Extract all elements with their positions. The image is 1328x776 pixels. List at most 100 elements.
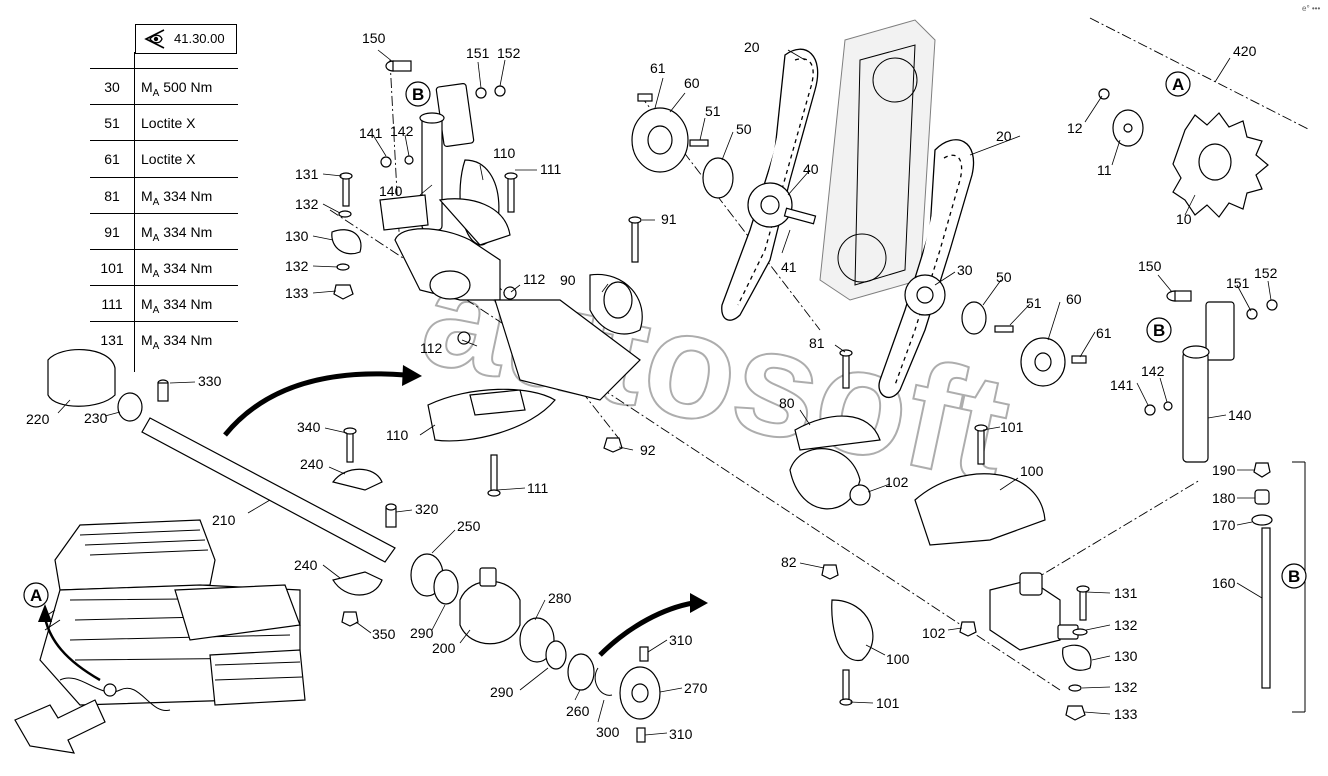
callout-60b: 60 xyxy=(1066,291,1082,307)
spec-symbol: M xyxy=(141,79,153,95)
spec-subscript: A xyxy=(152,304,160,316)
callout-110: 110 xyxy=(493,145,516,161)
callout-82: 82 xyxy=(781,554,797,570)
detail-marker-b-rod xyxy=(1281,563,1307,589)
table-item-number: 91 xyxy=(104,223,120,240)
table-item-number: 51 xyxy=(104,115,120,132)
callout-130: 130 xyxy=(285,228,309,244)
table-spec: MA 334 Nm xyxy=(141,322,241,358)
callout-310b: 310 xyxy=(669,726,693,742)
spec-value: 500 Nm xyxy=(159,79,213,95)
svg-text:B: B xyxy=(1288,567,1300,586)
callout-50b: 50 xyxy=(996,269,1012,285)
callout-152b: 152 xyxy=(1254,265,1278,281)
callout-240b: 240 xyxy=(294,557,318,573)
callout-420: 420 xyxy=(1233,43,1257,59)
callout-81: 81 xyxy=(809,335,825,351)
chain-case xyxy=(819,19,936,301)
callout-150b: 150 xyxy=(1138,258,1162,274)
spec-subscript: A xyxy=(152,268,160,280)
callout-91: 91 xyxy=(661,211,677,227)
table-row: 61 Loctite X xyxy=(90,140,238,177)
rod-160-assembly xyxy=(1251,461,1306,713)
table-spec: MA 334 Nm xyxy=(141,250,241,286)
table-row: 51 Loctite X xyxy=(90,104,238,141)
callout-132: 132 xyxy=(295,196,319,212)
chain-upper xyxy=(721,48,975,399)
callout-112: 112 xyxy=(420,340,443,356)
center-gearbox xyxy=(457,216,643,497)
svg-text:B: B xyxy=(412,85,424,104)
spec-subscript: A xyxy=(152,87,160,99)
callout-labels: 150 151 152 141 142 131 132 140 130 132 … xyxy=(26,30,1278,742)
spec-symbol: M xyxy=(141,332,153,349)
leader-lines xyxy=(57,49,1272,736)
callout-220: 220 xyxy=(26,411,50,427)
callout-102: 102 xyxy=(885,474,909,490)
sprockets xyxy=(631,93,1087,387)
callout-100: 100 xyxy=(1020,463,1044,479)
callout-10: 10 xyxy=(1176,211,1192,227)
callout-160: 160 xyxy=(1212,575,1236,591)
callout-20: 20 xyxy=(744,39,760,55)
table-spec: MA 334 Nm xyxy=(141,286,241,322)
callout-130b: 130 xyxy=(1114,648,1138,664)
callout-151: 151 xyxy=(466,45,490,61)
callout-290b: 290 xyxy=(490,684,514,700)
callout-61b: 61 xyxy=(1096,325,1112,341)
callout-101: 101 xyxy=(1000,419,1024,435)
callout-190: 190 xyxy=(1212,462,1236,478)
callout-111b: 111 xyxy=(527,480,548,496)
callout-151b: 151 xyxy=(1226,275,1250,291)
spec-symbol: M xyxy=(141,187,153,204)
callout-132c: 132 xyxy=(1114,617,1138,633)
callout-280: 280 xyxy=(548,590,572,606)
callout-230: 230 xyxy=(84,410,108,426)
table-item-number: 30 xyxy=(104,79,120,95)
callout-260: 260 xyxy=(566,703,590,719)
table-spec: Loctite X xyxy=(141,141,241,177)
callout-101b: 101 xyxy=(876,695,900,711)
spec-value: Loctite X xyxy=(141,115,196,132)
callout-51: 51 xyxy=(705,103,721,119)
corner-mark: e° ••• xyxy=(1302,4,1321,13)
callout-141b: 141 xyxy=(1110,377,1134,393)
table-divider xyxy=(134,52,135,372)
table-spec: Loctite X xyxy=(141,105,241,141)
callout-11: 11 xyxy=(1097,162,1112,178)
detail-marker-a-machine xyxy=(23,582,49,608)
callout-170: 170 xyxy=(1212,517,1236,533)
callout-51b: 51 xyxy=(1026,295,1042,311)
reference-box: 41.30.00 xyxy=(135,24,237,54)
table-row: 30 MA 500 Nm xyxy=(90,68,238,105)
spec-symbol: M xyxy=(141,223,153,240)
callout-133: 133 xyxy=(285,285,309,301)
svg-text:A: A xyxy=(1172,75,1184,94)
spec-symbol: M xyxy=(141,296,153,313)
table-item-number: 61 xyxy=(104,151,120,168)
callout-30: 30 xyxy=(957,262,973,278)
detail-markers: B A B B A xyxy=(23,71,1307,608)
callout-140b: 140 xyxy=(1228,407,1252,423)
spec-subscript: A xyxy=(152,196,160,208)
callout-111: 111 xyxy=(540,161,561,177)
callout-100b: 100 xyxy=(886,651,910,667)
spec-value: 334 Nm xyxy=(159,223,213,240)
callout-50: 50 xyxy=(736,121,752,137)
callout-140: 140 xyxy=(379,183,403,199)
spec-value: 334 Nm xyxy=(159,187,213,204)
callout-250: 250 xyxy=(457,518,481,534)
callout-110b: 110 xyxy=(386,427,409,443)
callout-290: 290 xyxy=(410,625,434,641)
callout-310: 310 xyxy=(669,632,693,648)
shaft-210-assembly xyxy=(47,349,661,743)
spec-value: Loctite X xyxy=(141,151,196,168)
callout-240: 240 xyxy=(300,456,324,472)
callout-200: 200 xyxy=(432,640,456,656)
callout-92: 92 xyxy=(640,442,656,458)
table-item-number: 131 xyxy=(100,332,124,349)
table-spec: MA 334 Nm xyxy=(141,214,241,250)
right-gearbox xyxy=(789,349,1092,721)
